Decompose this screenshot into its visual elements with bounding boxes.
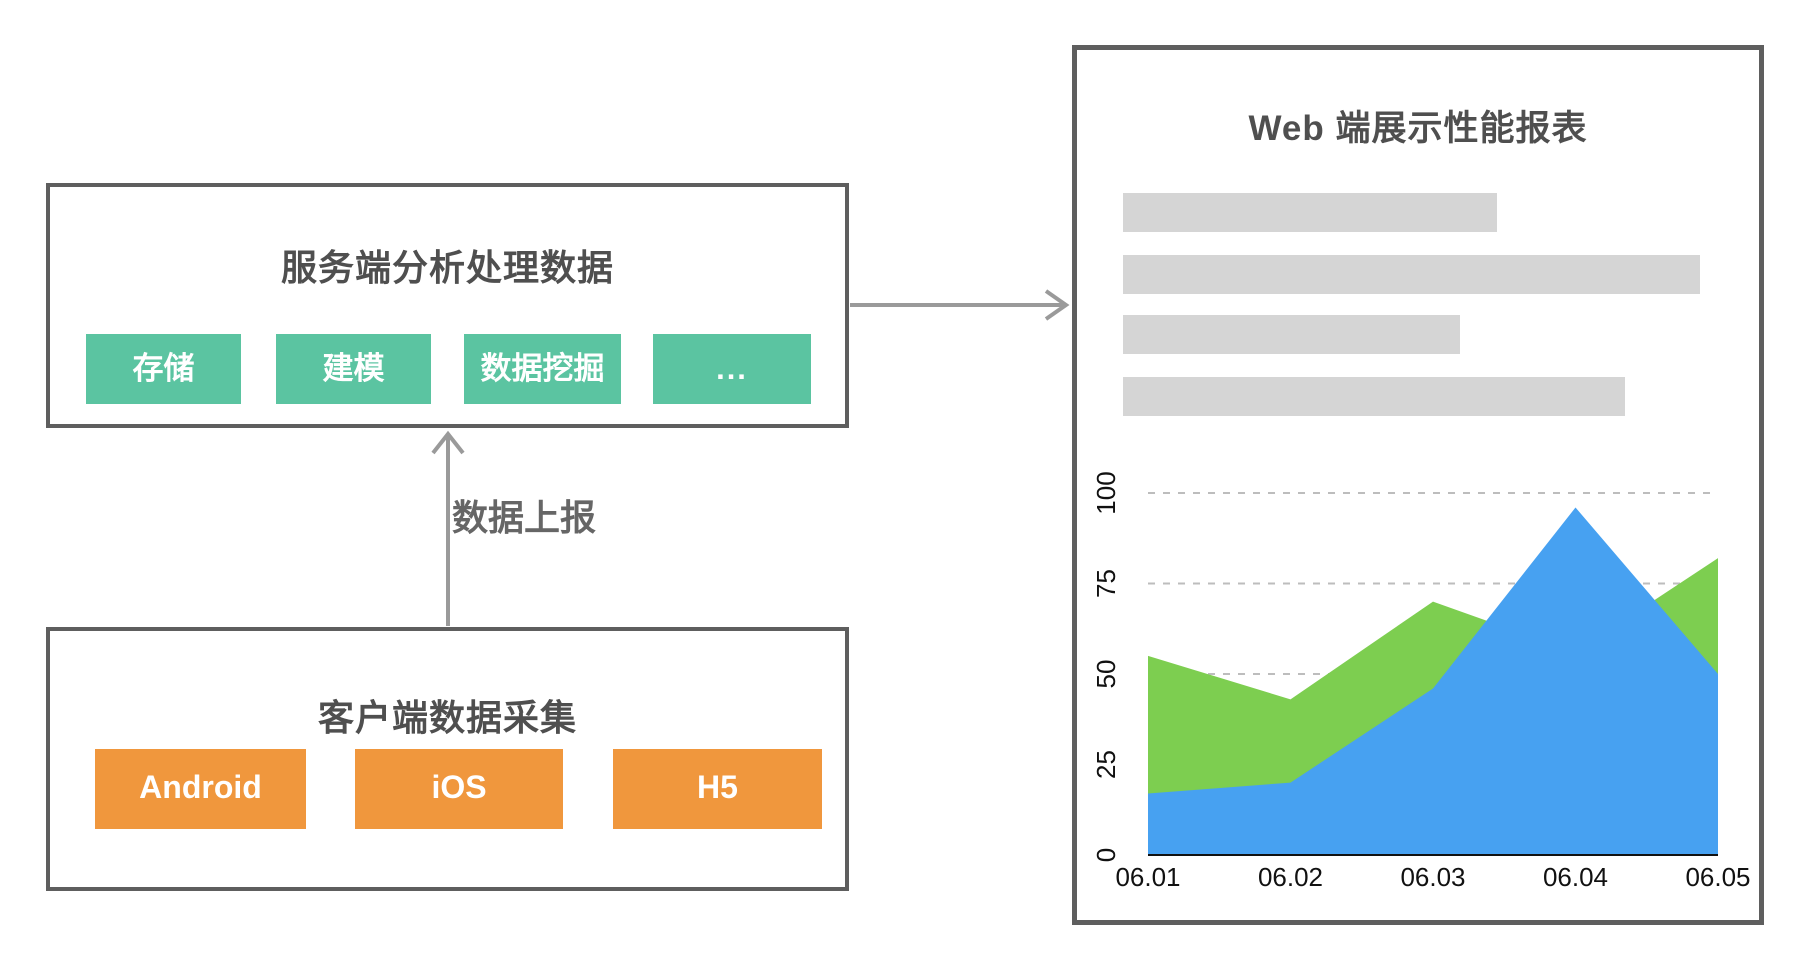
y-tick-label: 75 (1091, 569, 1121, 598)
x-tick-label: 06.05 (1685, 862, 1750, 892)
chip-modeling: 建模 (276, 334, 431, 404)
chip-ios: iOS (355, 749, 563, 829)
chip-android: Android (95, 749, 306, 829)
y-tick-label: 25 (1091, 750, 1121, 779)
report-panel: Web 端展示性能报表 06.01 06.02 06.03 06.04 06.05 0 25… (1072, 45, 1764, 925)
y-tick-label: 100 (1091, 471, 1121, 514)
performance-chart: 06.01 06.02 06.03 06.04 06.05 0 25 50 75 100 (1091, 471, 1751, 892)
server-box: 服务端分析处理数据 存储 建模 数据挖掘 ... (46, 183, 849, 428)
x-tick-label: 06.01 (1115, 862, 1180, 892)
report-arrow (850, 289, 1070, 321)
chip-storage: 存储 (86, 334, 241, 404)
skeleton-text-bar (1123, 315, 1460, 354)
x-tick-label: 06.03 (1400, 862, 1465, 892)
skeleton-text-bar (1123, 255, 1700, 294)
area-blue-series (1148, 507, 1718, 855)
x-tick-label: 06.02 (1258, 862, 1323, 892)
skeleton-text-bar (1123, 193, 1497, 232)
report-panel-title: Web 端展示性能报表 (1248, 109, 1588, 148)
x-tick-label: 06.04 (1543, 862, 1608, 892)
chip-h5: H5 (613, 749, 822, 829)
skeleton-text-bar (1123, 377, 1625, 416)
client-box-title: 客户端数据采集 (317, 697, 577, 738)
client-box: 客户端数据采集 Android iOS H5 (46, 627, 849, 891)
y-tick-label: 50 (1091, 660, 1121, 689)
chip-ellipsis: ... (653, 334, 811, 404)
upload-arrow-label: 数据上报 (452, 497, 597, 538)
server-box-title: 服务端分析处理数据 (280, 247, 614, 288)
y-tick-label: 0 (1091, 848, 1121, 862)
chip-data-mining: 数据挖掘 (464, 334, 621, 404)
